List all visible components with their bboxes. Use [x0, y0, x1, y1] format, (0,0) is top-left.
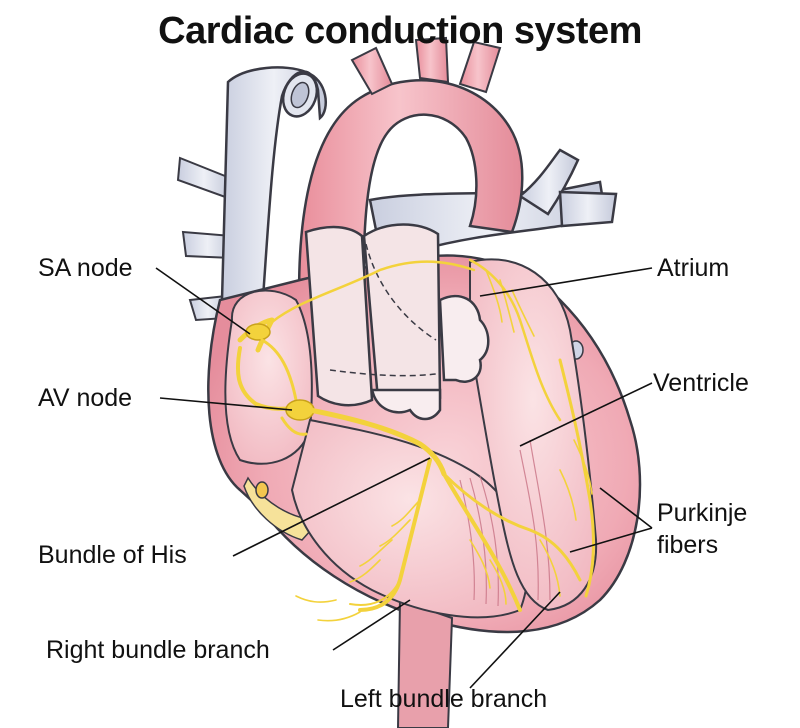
label-right-bundle-branch: Right bundle branch [46, 636, 270, 664]
label-av-node: AV node [38, 384, 133, 412]
label-purkinje-line1: Purkinje [657, 499, 748, 527]
label-left-bundle-branch: Left bundle branch [340, 685, 548, 713]
superior-vena-cava [220, 66, 327, 314]
label-purkinje-line2: fibers [657, 531, 719, 559]
label-bundle-of-his: Bundle of His [38, 541, 187, 569]
diagram-title: Cardiac conduction system [158, 10, 642, 52]
left-chambers [469, 258, 598, 612]
valves [304, 223, 490, 421]
conduction-system [235, 258, 595, 622]
label-sa-node: SA node [38, 254, 133, 282]
label-ventricle: Ventricle [653, 369, 749, 397]
label-atrium: Atrium [657, 254, 730, 282]
leader-lines [155, 267, 653, 689]
